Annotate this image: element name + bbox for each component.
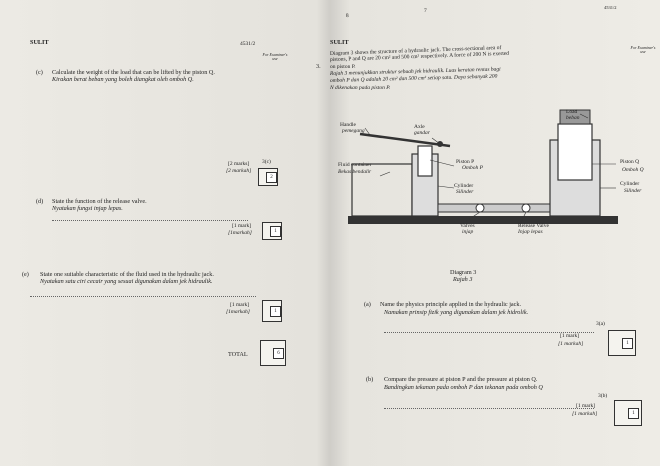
q-b-ref: 3(b): [598, 393, 608, 399]
q-b-label: (b): [366, 376, 374, 383]
q-c-text-my: Kirakan berat beban yang boleh diangkat …: [52, 76, 194, 83]
q-d-marks: [1 mark]: [232, 223, 252, 229]
q-d-label: (d): [36, 198, 44, 205]
total-label: TOTAL: [228, 351, 248, 358]
label-axle-my: gandar: [414, 130, 430, 136]
handle-bar: [359, 132, 451, 148]
load-shape: [559, 109, 591, 125]
q-b-score: 1: [628, 408, 639, 419]
label-piston-p: Piston P: [456, 159, 475, 165]
examiner-label-right: For Examiner's use: [630, 45, 656, 54]
q-e-score: 1: [270, 306, 281, 317]
hydraulic-jack-diagram: [348, 109, 618, 225]
q-e-marks-my: [1markah]: [226, 309, 250, 315]
label-load: Load: [566, 109, 578, 115]
q-b-marks-my: [1 markah]: [572, 411, 598, 417]
label-handle-my: pemegang: [342, 128, 365, 134]
paper-code: 4531/2: [240, 41, 256, 47]
jack-base: [348, 216, 618, 224]
label-load-my: beban: [566, 115, 580, 121]
q-e-score-box: 1: [262, 300, 282, 322]
top-right-code: 4531/2: [604, 5, 617, 10]
examiner-label-left: For Examiner's use: [262, 52, 288, 61]
total-score-box: 6: [260, 340, 286, 366]
q3-number: 3.: [316, 63, 321, 70]
label-cylinder-right: Cylinder: [620, 181, 640, 187]
valve-shape: [475, 203, 485, 213]
q3-intro-my-3: N dikenakan pada piston P.: [330, 85, 391, 91]
q-e-answer-line[interactable]: [30, 296, 256, 297]
q3-intro-en-3: on piston P.: [330, 64, 356, 70]
q-b-score-box: 1: [614, 400, 642, 426]
q-e-marks: [1 mark]: [230, 302, 250, 308]
label-fluid: Fluid container: [338, 162, 372, 168]
label-release-valve: Release Valve: [518, 223, 549, 229]
q-c-marks-my: [2 markah]: [226, 168, 252, 174]
q-a-text: Name the physics principle applied in th…: [380, 301, 522, 308]
q-a-score-box: 1: [608, 330, 636, 356]
label-fluid-my: Bekas bendalir: [338, 169, 372, 175]
piston-p-shape: [417, 145, 433, 177]
q-a-ref: 3(a): [596, 321, 605, 327]
q-c-score-box: 2: [258, 168, 278, 186]
label-axle: Axle: [414, 124, 425, 130]
total-score: 6: [273, 348, 284, 359]
q-b-marks: [1 mark]: [576, 403, 596, 409]
left-header-sulit: SULIT: [30, 39, 49, 46]
piston-q-shape: [557, 123, 593, 181]
q-d-score-box: 1: [262, 222, 282, 240]
label-piston-q: Piston Q: [620, 159, 640, 165]
q-c-score: 2: [266, 172, 277, 183]
q-e-text: State one suitable characteristic of the…: [40, 271, 214, 278]
connecting-pipe: [437, 203, 551, 213]
label-cylinder: Cylinder: [454, 183, 474, 189]
right-header-sulit: SULIT: [330, 39, 349, 46]
label-cylinder-right-my: Silinder: [624, 188, 642, 194]
q-a-text-my: Namakan prinsip fizik yang digunakan dal…: [384, 309, 529, 316]
q-a-label: (a): [364, 301, 371, 308]
q-d-marks-my: [1markah]: [228, 230, 252, 236]
q-a-marks-my: [1 markah]: [558, 341, 584, 347]
diagram-caption: Diagram 3: [450, 269, 477, 276]
label-handle: Handle: [340, 122, 356, 128]
q-e-text-my: Nyatakan satu ciri cecair yang sesuai di…: [40, 278, 213, 285]
q-c-ref: 3(c): [262, 159, 271, 165]
q-a-score: 1: [622, 338, 633, 349]
q-b-text: Compare the pressure at piston P and the…: [384, 376, 538, 383]
release-valve-shape: [521, 203, 531, 213]
label-valves-my: injap: [462, 229, 474, 235]
label-cylinder-my: Silinder: [456, 189, 474, 195]
q-c-text: Calculate the weight of the load that ca…: [52, 69, 215, 76]
q-d-text-my: Nyatakan fungsi injap lepas.: [52, 205, 123, 212]
page-marker: 8: [345, 12, 349, 20]
q-c-marks: [2 marks]: [228, 161, 250, 167]
q-b-answer-line[interactable]: [384, 408, 594, 409]
q-c-label: (c): [36, 69, 43, 76]
diagram-caption-my: Rajah 3: [453, 276, 473, 283]
page-number: 7: [424, 8, 427, 14]
q-a-marks: [1 mark]: [560, 333, 580, 339]
label-release-valve-my: Injap lepas: [518, 229, 543, 235]
q-a-answer-line[interactable]: [384, 332, 594, 333]
q-b-text-my: Bandingkan tekanan pada omboh P dan teka…: [384, 384, 543, 391]
q-d-text: State the function of the release valve.: [52, 198, 147, 205]
q-e-label: (e): [22, 271, 29, 278]
q-d-score: 1: [270, 226, 281, 237]
label-piston-q-my: Omboh Q: [622, 167, 644, 173]
label-valves: Valves: [460, 223, 475, 229]
q-d-answer-line[interactable]: [52, 220, 248, 221]
label-piston-p-my: Omboh P: [462, 165, 483, 171]
